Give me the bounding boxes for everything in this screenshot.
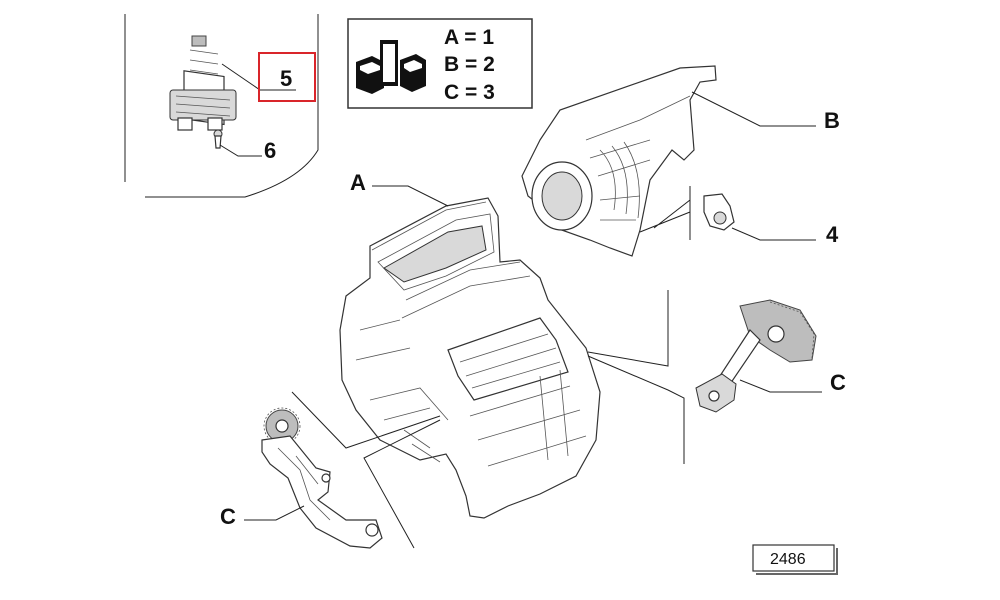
blower-housing-part-b [521, 65, 717, 257]
housing-leaders [291, 290, 685, 549]
highlight-box [258, 52, 316, 102]
leader-c-right [739, 379, 822, 393]
inset-frame [124, 14, 319, 198]
callout-c-left: C [220, 504, 236, 529]
kit-icon [356, 40, 426, 94]
screw-part-6 [213, 129, 223, 149]
resistor-part-5 [169, 35, 237, 131]
callout-4: 4 [826, 222, 839, 247]
hvac-housing-part-a [339, 197, 601, 519]
callout-5: 5 [280, 66, 292, 91]
leader-a [372, 185, 449, 207]
legend-line-b: B = 2 [444, 53, 495, 76]
quantity-legend: A = 1 B = 2 C = 3 [347, 18, 533, 109]
callout-6: 6 [264, 138, 276, 163]
callout-a: A [350, 170, 366, 195]
leader-b [691, 91, 816, 127]
leader-c-left [244, 505, 305, 521]
reference-number: 2486 [770, 551, 806, 568]
diagram-reference: 2486 [752, 544, 838, 575]
actuator-part-4 [639, 186, 735, 240]
legend-line-a: A = 1 [444, 26, 494, 49]
callout-c-right: C [830, 370, 846, 395]
lever-part-c-right [695, 299, 817, 413]
leader-4 [731, 227, 816, 241]
callout-b: B [824, 108, 840, 133]
legend-line-c: C = 3 [444, 81, 495, 104]
lever-part-c-left [261, 407, 383, 549]
leader-6 [219, 144, 262, 157]
